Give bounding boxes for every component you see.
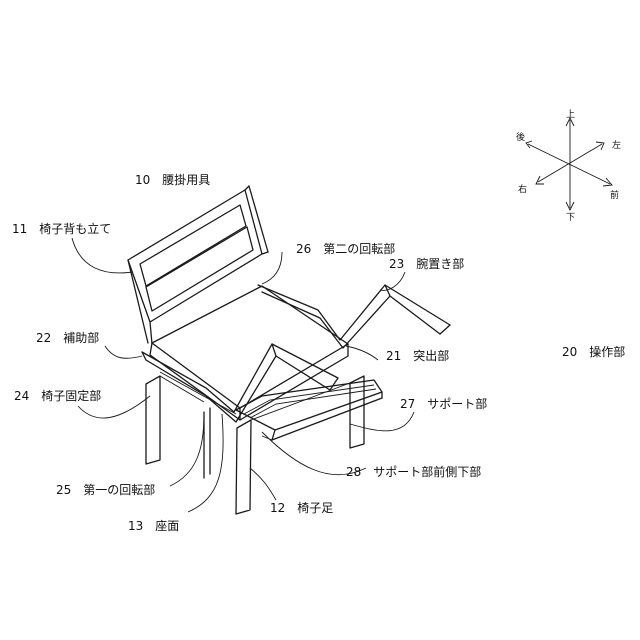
label-13: 13 座面 <box>128 518 179 533</box>
label-23: 23 腕置き部 <box>389 256 464 271</box>
label-25: 25 第一の回転部 <box>56 482 155 497</box>
label-26: 26 第二の回転部 <box>296 241 395 256</box>
compass-left: 左 <box>612 139 621 151</box>
compass-down: 下 <box>566 213 575 223</box>
chair-backrest <box>128 186 268 344</box>
compass-front: 前 <box>610 189 619 201</box>
label-10: 10 腰掛用具 <box>135 172 210 187</box>
direction-compass <box>526 118 612 210</box>
armrest-rear <box>258 285 450 348</box>
label-22: 22 補助部 <box>36 330 99 345</box>
reference-labels: 10 腰掛用具 11 椅子背も立て 26 第二の回転部 23 腕置き部 22 補… <box>12 172 625 533</box>
chair-legs <box>146 376 364 514</box>
compass-back: 後 <box>516 131 525 143</box>
label-12: 12 椅子足 <box>270 501 333 515</box>
label-11: 11 椅子背も立て <box>12 221 111 236</box>
compass-right: 右 <box>518 183 527 195</box>
compass-up: 上 <box>566 109 575 120</box>
label-21: 21 突出部 <box>386 348 449 363</box>
label-24: 24 椅子固定部 <box>14 388 101 403</box>
label-20: 20 操作部 <box>562 344 625 359</box>
compass-labels: 上 下 左 右 前 後 <box>516 109 621 223</box>
label-28: 28 サポート部前側下部 <box>346 464 481 479</box>
label-27: 27 サポート部 <box>400 396 487 411</box>
